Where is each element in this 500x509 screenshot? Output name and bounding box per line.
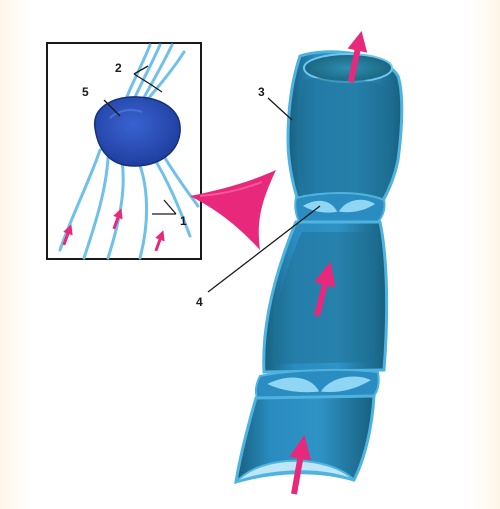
label-2: 2 [115,61,122,75]
pointer-triangle-icon [190,170,276,250]
label-4: 4 [196,295,203,309]
node-blob [95,97,180,166]
inset-panel: 2 5 1 [47,43,201,259]
lymph-vessel [236,52,402,482]
label-3: 3 [258,85,265,99]
vessel-top-opening [304,54,392,82]
label-1: 1 [180,214,187,228]
vessel-upper-cavity [299,77,394,196]
label-5: 5 [82,85,89,99]
